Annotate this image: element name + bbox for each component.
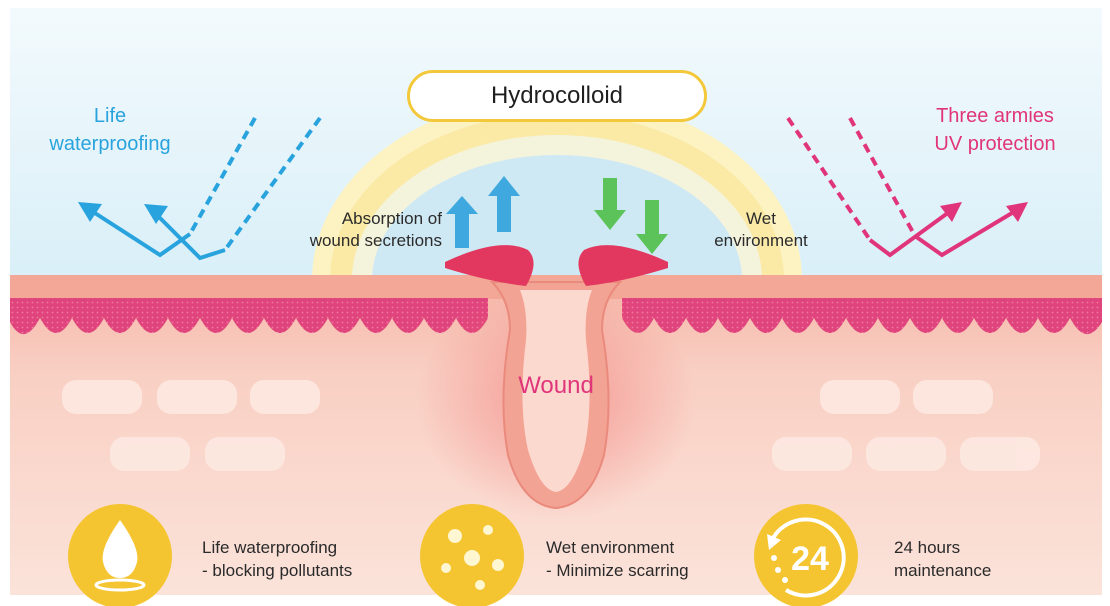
- title-pill: Hydrocolloid: [407, 70, 707, 122]
- feature-waterproofing-text: Life waterproofing - blocking pollutants: [202, 536, 352, 582]
- clock-24-icon: 24: [754, 504, 858, 606]
- ray-arrowhead-left-1: [78, 202, 102, 222]
- label-line: waterproofing: [49, 133, 171, 155]
- label-line: Absorption of: [341, 209, 442, 228]
- label-line: Wet: [746, 209, 776, 228]
- ray-arrowhead-left-2: [144, 204, 168, 224]
- feature-line: 24 hours: [894, 538, 961, 557]
- feature-line: Wet environment: [546, 538, 675, 557]
- ray-arrowhead-right-2: [1006, 202, 1028, 222]
- label-wet-environment: Wet environment: [706, 208, 816, 252]
- label-absorption: Absorption of wound secretions: [282, 208, 442, 252]
- absorption-arrows: [446, 176, 520, 248]
- label-uv-protection: Three armies UV protection: [915, 102, 1075, 158]
- label-line: UV protection: [934, 133, 1056, 155]
- feature-24h-text: 24 hours maintenance: [894, 536, 991, 582]
- ray-arrowhead-right-1: [940, 202, 962, 222]
- label-line: environment: [714, 231, 808, 250]
- wet-environment-arrows: [594, 178, 668, 254]
- label-life-waterproofing: Life waterproofing: [30, 102, 190, 158]
- feature-line: Life waterproofing: [202, 538, 338, 557]
- feature-line: - Minimize scarring: [546, 561, 689, 580]
- label-line: wound secretions: [309, 231, 442, 250]
- hydrocolloid-dome: [312, 95, 802, 280]
- water-drop-icon: [68, 504, 172, 606]
- epidermis-band: [10, 298, 1102, 335]
- label-line: Three armies: [936, 105, 1054, 127]
- dermis-cells: [62, 380, 1040, 471]
- bubbles-icon: [420, 504, 524, 606]
- wound-label: Wound: [518, 372, 594, 399]
- uv-rays: [786, 116, 1024, 258]
- waterproof-rays: [82, 116, 322, 261]
- feature-line: - blocking pollutants: [202, 561, 353, 580]
- feature-wet-environment-text: Wet environment - Minimize scarring: [546, 536, 689, 582]
- feature-line: maintenance: [894, 561, 992, 580]
- wound-lip-right: [578, 245, 668, 286]
- label-line: Life: [93, 105, 127, 127]
- wound-pocket: [489, 281, 623, 510]
- clock-24-text: 24: [791, 540, 829, 578]
- wound-lip-left: [445, 245, 534, 286]
- page-title: Hydrocolloid: [490, 82, 624, 109]
